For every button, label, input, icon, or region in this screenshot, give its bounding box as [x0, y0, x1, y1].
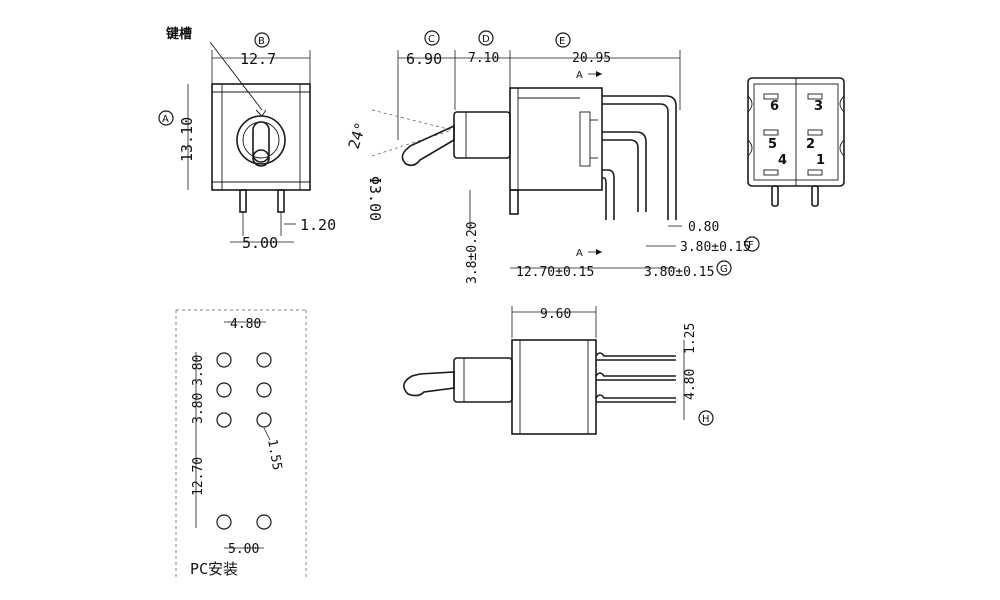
- pcb-hole: [256, 382, 272, 398]
- pcb-row-pitch-upper: 3.80: [191, 355, 206, 386]
- marker-b-circle: [254, 32, 270, 48]
- bushing: [236, 115, 286, 165]
- pcb-hole-diameter: 1.55: [264, 438, 284, 471]
- pcb-hole: [256, 412, 272, 428]
- front-pitch-value: 5.00: [242, 234, 278, 252]
- pcb-bottom-spacing: 5.00: [228, 542, 259, 557]
- front-height-value: 13.10: [178, 117, 196, 162]
- pcb-hole: [216, 514, 232, 530]
- pcb-layout: 4.80 3.80 3.80 12.70 1.55 5.00 PC安装: [175, 309, 307, 580]
- marker-a-circle: [158, 110, 174, 126]
- front-pin-right: [277, 189, 285, 213]
- marker-h: H: [702, 414, 710, 425]
- section-a-bottom: A: [576, 248, 583, 259]
- dim-g-value: 3.80±0.15: [644, 265, 714, 280]
- marker-g: G: [720, 264, 728, 275]
- bottom-bushing: [453, 357, 513, 403]
- lever: [252, 121, 270, 163]
- tail-value: 0.80: [688, 220, 719, 235]
- dim-c-value: 6.90: [406, 50, 442, 68]
- marker-f: F: [748, 240, 754, 251]
- bottom-lead-1: [595, 352, 676, 357]
- marker-a: A: [162, 114, 169, 125]
- diameter-value: Φ3.00: [366, 176, 384, 221]
- dim-e-value: 20.95: [572, 51, 611, 66]
- marker-e: E: [559, 36, 565, 47]
- dim-f-value: 3.80±0.15: [680, 240, 750, 255]
- pcb-hole: [216, 382, 232, 398]
- front-width-value: 12.7: [240, 50, 276, 68]
- marker-c: C: [428, 34, 435, 45]
- marker-d: D: [482, 34, 490, 45]
- pcb-hole: [256, 352, 272, 368]
- keyway-leader: [209, 41, 263, 111]
- bottom-body: [511, 339, 597, 435]
- front-pin-left: [239, 189, 247, 213]
- end-pin-5: 5: [768, 137, 777, 152]
- pcb-caption: PC安装: [190, 560, 238, 578]
- pcb-hole: [216, 412, 232, 428]
- section-a-top: A: [576, 70, 583, 81]
- side-bushing: [453, 111, 511, 159]
- pcb-gap-value: 12.70: [191, 457, 206, 496]
- pcb-row-pitch-lower: 3.80: [191, 393, 206, 424]
- bottom-lead-spacing: 4.80: [683, 369, 698, 400]
- pcb-top-spacing: 4.80: [230, 317, 261, 332]
- front-view: 键槽 B 12.7 A 13.10 5.00 1.20: [158, 26, 336, 252]
- pin-length-value: 3.8±0.20: [465, 221, 480, 284]
- bottom-view: 9.60 1.25 4.80 H: [403, 306, 714, 435]
- keyway-label: 键槽: [165, 26, 192, 42]
- bottom-width-value: 9.60: [540, 307, 571, 322]
- side-view: C D E 6.90 7.10 20.95 A 24° Φ3.00: [345, 30, 760, 284]
- end-pin-3: 3: [814, 99, 823, 114]
- marker-b: B: [258, 36, 265, 47]
- angle-value: 24°: [345, 120, 370, 151]
- front-pin-width-value: 1.20: [300, 216, 336, 234]
- end-pin-1: 1: [816, 153, 825, 168]
- base-pitch-value: 12.70±0.15: [516, 265, 594, 280]
- end-view: 6 3 5 2 4 1: [747, 77, 845, 207]
- dim-d-value: 7.10: [468, 51, 499, 66]
- end-pin-2: 2: [806, 137, 815, 152]
- pcb-hole: [256, 514, 272, 530]
- bottom-pin-spacing: 1.25: [683, 323, 698, 354]
- end-pin-6: 6: [770, 99, 779, 114]
- pcb-hole: [216, 352, 232, 368]
- front-body: [211, 83, 311, 191]
- side-lever: [401, 124, 455, 167]
- end-pin-4: 4: [778, 153, 787, 168]
- bottom-lever: [403, 371, 455, 397]
- terminal-1: [602, 95, 677, 220]
- side-body: [509, 87, 603, 191]
